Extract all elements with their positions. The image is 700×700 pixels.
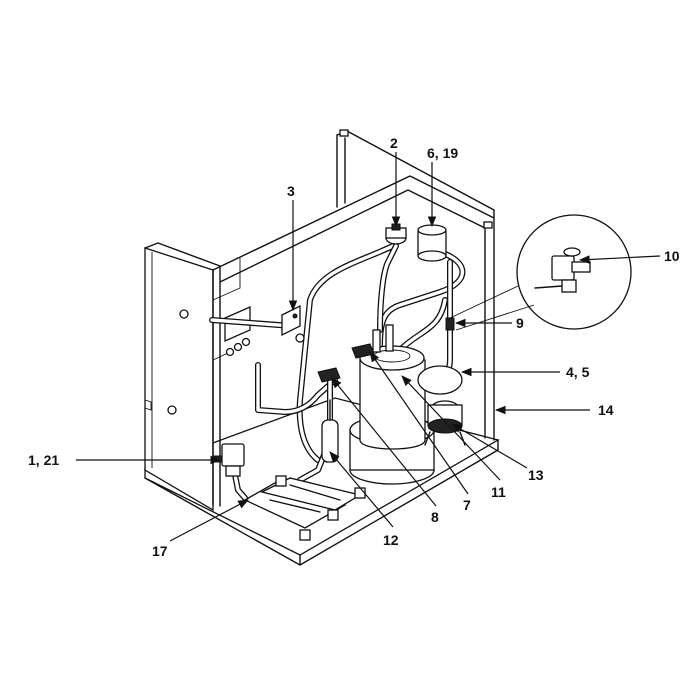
callout-17: 17 bbox=[152, 543, 168, 559]
refrigerant-tubing bbox=[209, 242, 466, 501]
pressure-switch bbox=[417, 224, 447, 262]
mounting-bracket bbox=[281, 304, 305, 343]
callout-labels: 2 6, 19 3 10 9 4, 5 14 1, 21 13 11 7 8 1… bbox=[28, 135, 680, 559]
callout-14: 14 bbox=[598, 402, 614, 418]
callout-7: 7 bbox=[463, 497, 471, 513]
left-side-panel bbox=[144, 242, 221, 512]
service-valve bbox=[385, 223, 407, 245]
callout-13: 13 bbox=[528, 467, 544, 483]
callout-6-19: 6, 19 bbox=[427, 145, 458, 161]
callout-12: 12 bbox=[383, 532, 399, 548]
callout-1-21: 1, 21 bbox=[28, 452, 59, 468]
mounting-rails bbox=[243, 475, 366, 541]
callout-10: 10 bbox=[664, 248, 680, 264]
detail-view-valve bbox=[449, 214, 632, 331]
callout-9: 9 bbox=[516, 315, 524, 331]
callout-4-5: 4, 5 bbox=[566, 364, 590, 380]
callout-3: 3 bbox=[287, 183, 295, 199]
access-fitting bbox=[445, 317, 455, 331]
callout-8: 8 bbox=[431, 509, 439, 525]
leader-lines bbox=[76, 152, 661, 542]
callout-2: 2 bbox=[390, 135, 398, 151]
callout-11: 11 bbox=[491, 484, 506, 500]
